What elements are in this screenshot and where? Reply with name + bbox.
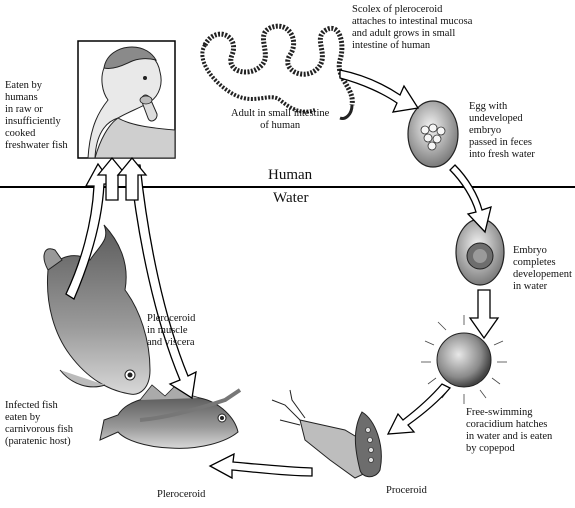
label-eaten-by-humans: Eaten by humans in raw or insufficiently… xyxy=(5,80,68,151)
copepod-illustration xyxy=(271,389,382,479)
label-egg: Egg with undeveloped embryo passed in fe… xyxy=(469,101,535,160)
label-pleroceroid-in-muscle: Pleroceroid in muscle and viscera xyxy=(147,313,196,348)
zone-label-water: Water xyxy=(273,190,309,206)
lifecycle-arrows xyxy=(65,69,500,480)
label-proceroid: Proceroid xyxy=(386,485,427,496)
label-adult-in-intestine: Adult in small intestine of human xyxy=(231,108,330,131)
infected-fish-illustration xyxy=(99,382,242,449)
label-coracidium: Free-swimming coracidium hatches in wate… xyxy=(466,407,553,454)
label-pleroceroid: Pleroceroid xyxy=(157,489,206,500)
coracidium-illustration xyxy=(421,315,507,404)
adult-tapeworm-illustration xyxy=(200,23,355,120)
label-embryo: Embryo completes developement in water xyxy=(513,245,572,292)
human-eating-illustration xyxy=(77,40,176,159)
label-scolex: Scolex of pleroceroid attaches to intest… xyxy=(352,4,473,51)
embryonated-egg-illustration xyxy=(455,218,505,286)
zone-label-human: Human xyxy=(268,167,313,183)
egg-illustration xyxy=(407,100,459,168)
label-infected-fish: Infected fish eaten by carnivorous fish … xyxy=(5,400,73,447)
carnivorous-fish-illustration xyxy=(43,224,151,395)
